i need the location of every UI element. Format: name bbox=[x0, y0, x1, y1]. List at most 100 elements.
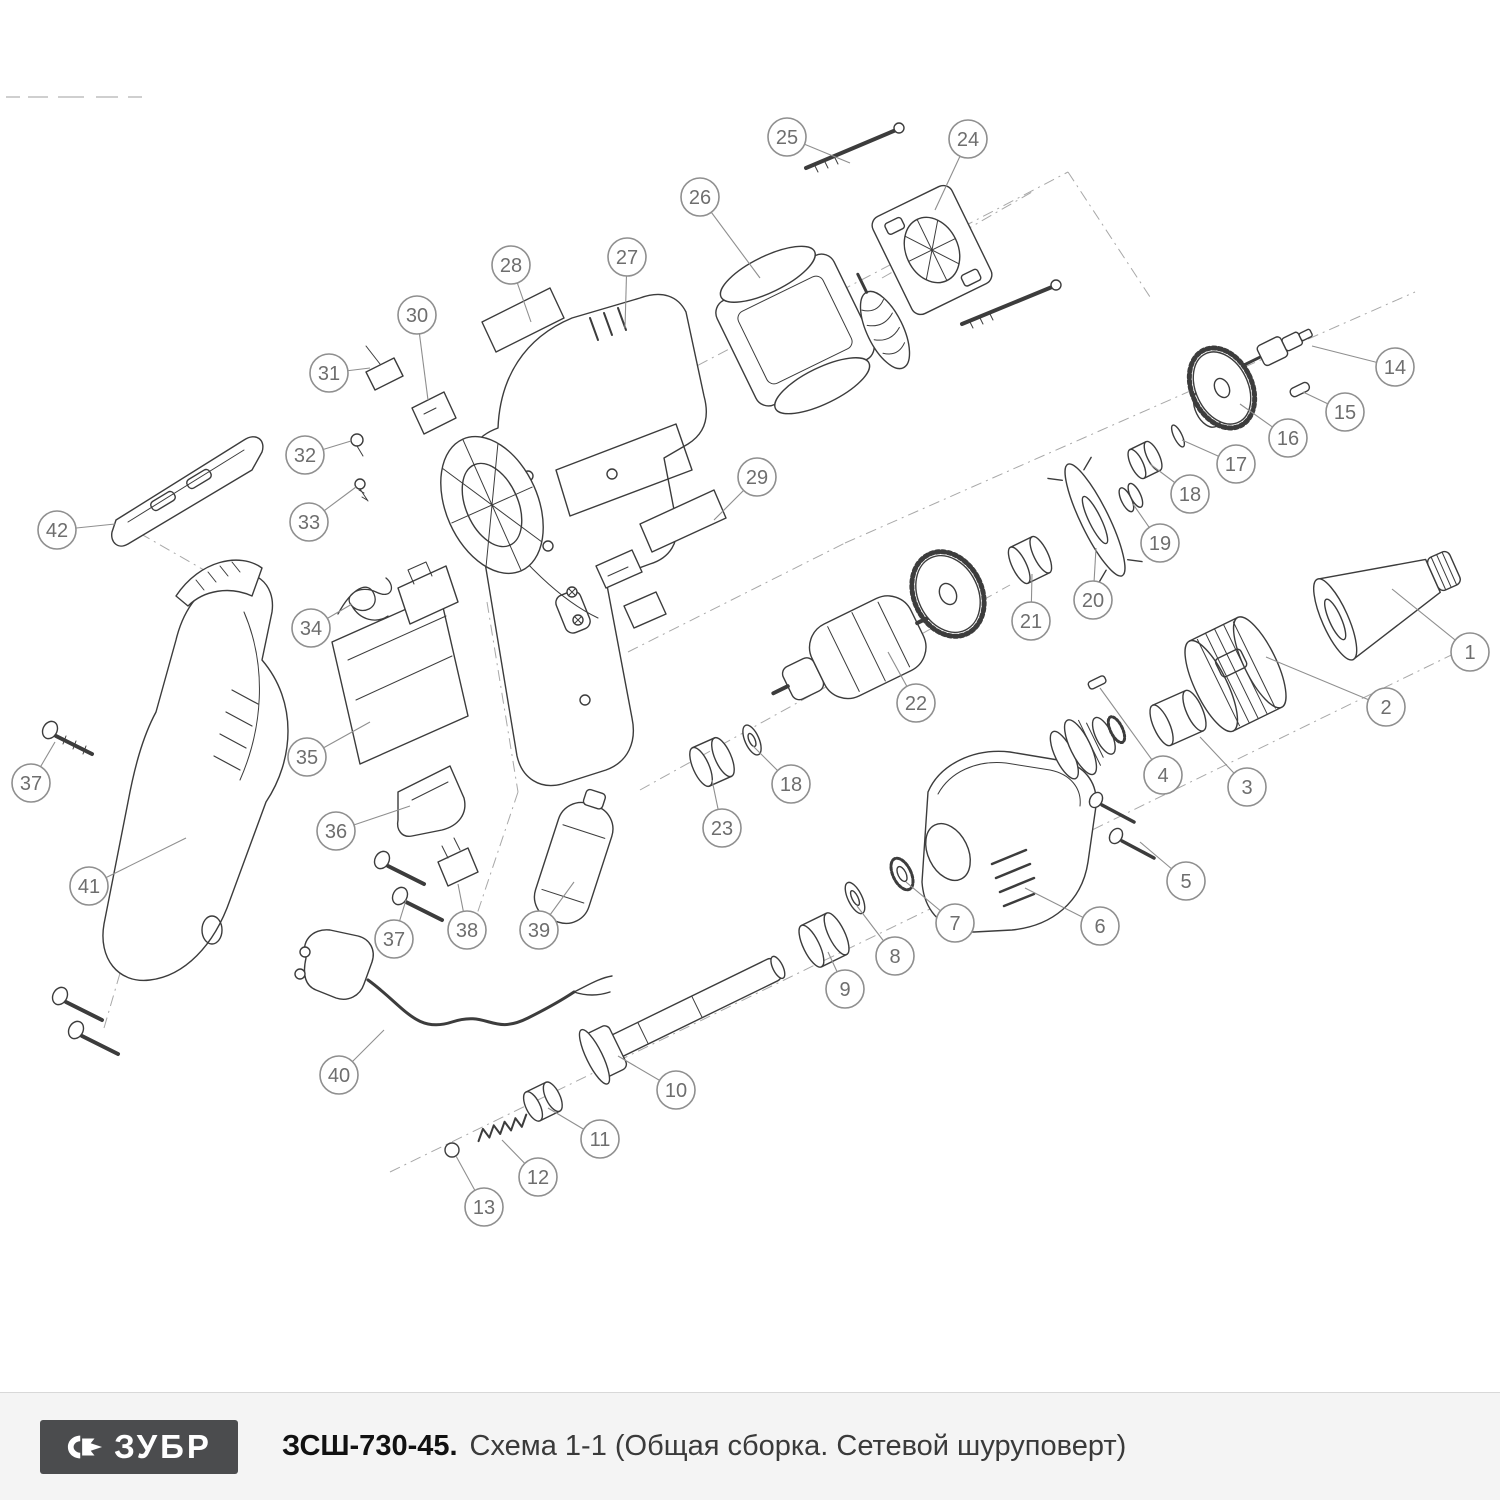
callout-circle bbox=[1073, 580, 1113, 620]
callout-33: 33 bbox=[289, 486, 357, 542]
callout-circle bbox=[1216, 444, 1256, 484]
callout-18: 18 bbox=[752, 745, 811, 804]
washer-19 bbox=[1118, 482, 1144, 513]
clamp-38 bbox=[437, 837, 479, 887]
callout-17: 17 bbox=[1181, 439, 1256, 484]
callout-19: 19 bbox=[1132, 503, 1180, 563]
output-shaft-14 bbox=[1243, 328, 1313, 367]
callout-34: 34 bbox=[291, 603, 353, 648]
callout-3: 3 bbox=[1199, 736, 1267, 807]
callout-21: 21 bbox=[1011, 573, 1051, 641]
brand-arrow-icon bbox=[68, 1435, 103, 1458]
callout-number: 6 bbox=[1094, 916, 1105, 938]
diagram-caption: ЗСШ-730-45. Схема 1-1 (Общая сборка. Сет… bbox=[282, 1430, 1126, 1463]
brush-plate-24 bbox=[871, 184, 993, 316]
callout-32: 32 bbox=[285, 435, 352, 475]
callout-number: 15 bbox=[1334, 402, 1356, 424]
callout-circle bbox=[69, 866, 109, 906]
callout-circle bbox=[316, 811, 356, 851]
model-number: ЗСШ-730-45. bbox=[282, 1430, 458, 1462]
callout-circle bbox=[1166, 861, 1206, 901]
callout-circle bbox=[397, 295, 437, 335]
callout-31: 31 bbox=[309, 353, 371, 393]
strip-42 bbox=[111, 436, 264, 547]
bearing-18-right bbox=[1127, 440, 1163, 480]
callout-circle bbox=[1011, 601, 1051, 641]
callout-41: 41 bbox=[69, 837, 187, 906]
callout-9: 9 bbox=[825, 951, 865, 1009]
motor-end-bell bbox=[440, 435, 544, 575]
callout-number: 3 bbox=[1241, 777, 1252, 799]
callout-circle bbox=[1140, 523, 1180, 563]
callout-circle bbox=[825, 969, 865, 1009]
callout-23: 23 bbox=[702, 779, 742, 848]
caption-text: Схема 1-1 (Общая сборка. Сетевой шурупов… bbox=[469, 1430, 1127, 1462]
stator-26 bbox=[715, 245, 875, 415]
callout-number: 38 bbox=[456, 920, 478, 942]
callout-12: 12 bbox=[501, 1139, 558, 1197]
callout-6: 6 bbox=[1024, 887, 1120, 946]
callout-circle bbox=[935, 903, 975, 943]
callout-10: 10 bbox=[617, 1055, 696, 1110]
callout-number: 17 bbox=[1225, 454, 1247, 476]
callout-circle bbox=[309, 353, 349, 393]
callout-20: 20 bbox=[1073, 547, 1113, 620]
callout-8: 8 bbox=[856, 905, 915, 976]
callout-5: 5 bbox=[1139, 841, 1206, 901]
callout-number: 4 bbox=[1157, 765, 1168, 787]
callout-number: 11 bbox=[590, 1129, 611, 1151]
callout-36: 36 bbox=[316, 805, 411, 851]
callout-number: 30 bbox=[406, 305, 428, 327]
callout-number: 19 bbox=[1149, 533, 1171, 555]
callout-13: 13 bbox=[455, 1155, 504, 1227]
washer-18-left bbox=[742, 724, 762, 756]
callout-circle bbox=[702, 808, 742, 848]
spur-gear bbox=[909, 549, 987, 639]
label-29 bbox=[639, 489, 727, 553]
callout-circle bbox=[607, 237, 647, 277]
callout-circle bbox=[1366, 687, 1406, 727]
footer-bar: ЗУБР ЗСШ-730-45. Схема 1-1 (Общая сборка… bbox=[0, 1392, 1500, 1500]
callout-circle bbox=[1450, 632, 1490, 672]
callout-circle bbox=[948, 119, 988, 159]
callout-circle bbox=[289, 502, 329, 542]
callout-37: 37 bbox=[11, 741, 56, 803]
callout-number: 13 bbox=[473, 1197, 495, 1219]
spindle-10 bbox=[578, 955, 786, 1085]
ball-13 bbox=[444, 1142, 460, 1158]
callout-circle bbox=[291, 608, 331, 648]
callout-number: 34 bbox=[300, 618, 322, 640]
callout-circle bbox=[1268, 418, 1308, 458]
callout-number: 25 bbox=[776, 127, 798, 149]
rotor-fan bbox=[856, 272, 911, 370]
spring-12 bbox=[477, 1113, 528, 1143]
callout-number: 36 bbox=[325, 821, 347, 843]
callout-circle bbox=[37, 510, 77, 550]
callout-number: 37 bbox=[20, 773, 42, 795]
callout-number: 39 bbox=[528, 920, 550, 942]
callout-number: 41 bbox=[78, 876, 100, 898]
handle-41 bbox=[102, 559, 289, 982]
callout-29: 29 bbox=[713, 457, 777, 521]
callout-22: 22 bbox=[887, 651, 936, 723]
callout-number: 10 bbox=[665, 1080, 687, 1102]
misc-small-parts bbox=[566, 549, 667, 629]
bushing-11 bbox=[522, 1081, 563, 1122]
sleeve-3 bbox=[1149, 689, 1207, 747]
callout-number: 21 bbox=[1020, 611, 1042, 633]
wire-knot-34 bbox=[337, 577, 393, 621]
brand-name: ЗУБР bbox=[114, 1428, 212, 1465]
callout-26: 26 bbox=[680, 177, 761, 279]
callout-number: 26 bbox=[689, 187, 711, 209]
callout-circle bbox=[319, 1055, 359, 1095]
callout-number: 20 bbox=[1082, 590, 1104, 612]
callout-circle bbox=[1227, 767, 1267, 807]
callout-number: 16 bbox=[1277, 428, 1299, 450]
callout-circle bbox=[11, 763, 51, 803]
callout-circle bbox=[518, 1157, 558, 1197]
callout-circle bbox=[491, 245, 531, 285]
callout-18: 18 bbox=[1149, 463, 1210, 514]
